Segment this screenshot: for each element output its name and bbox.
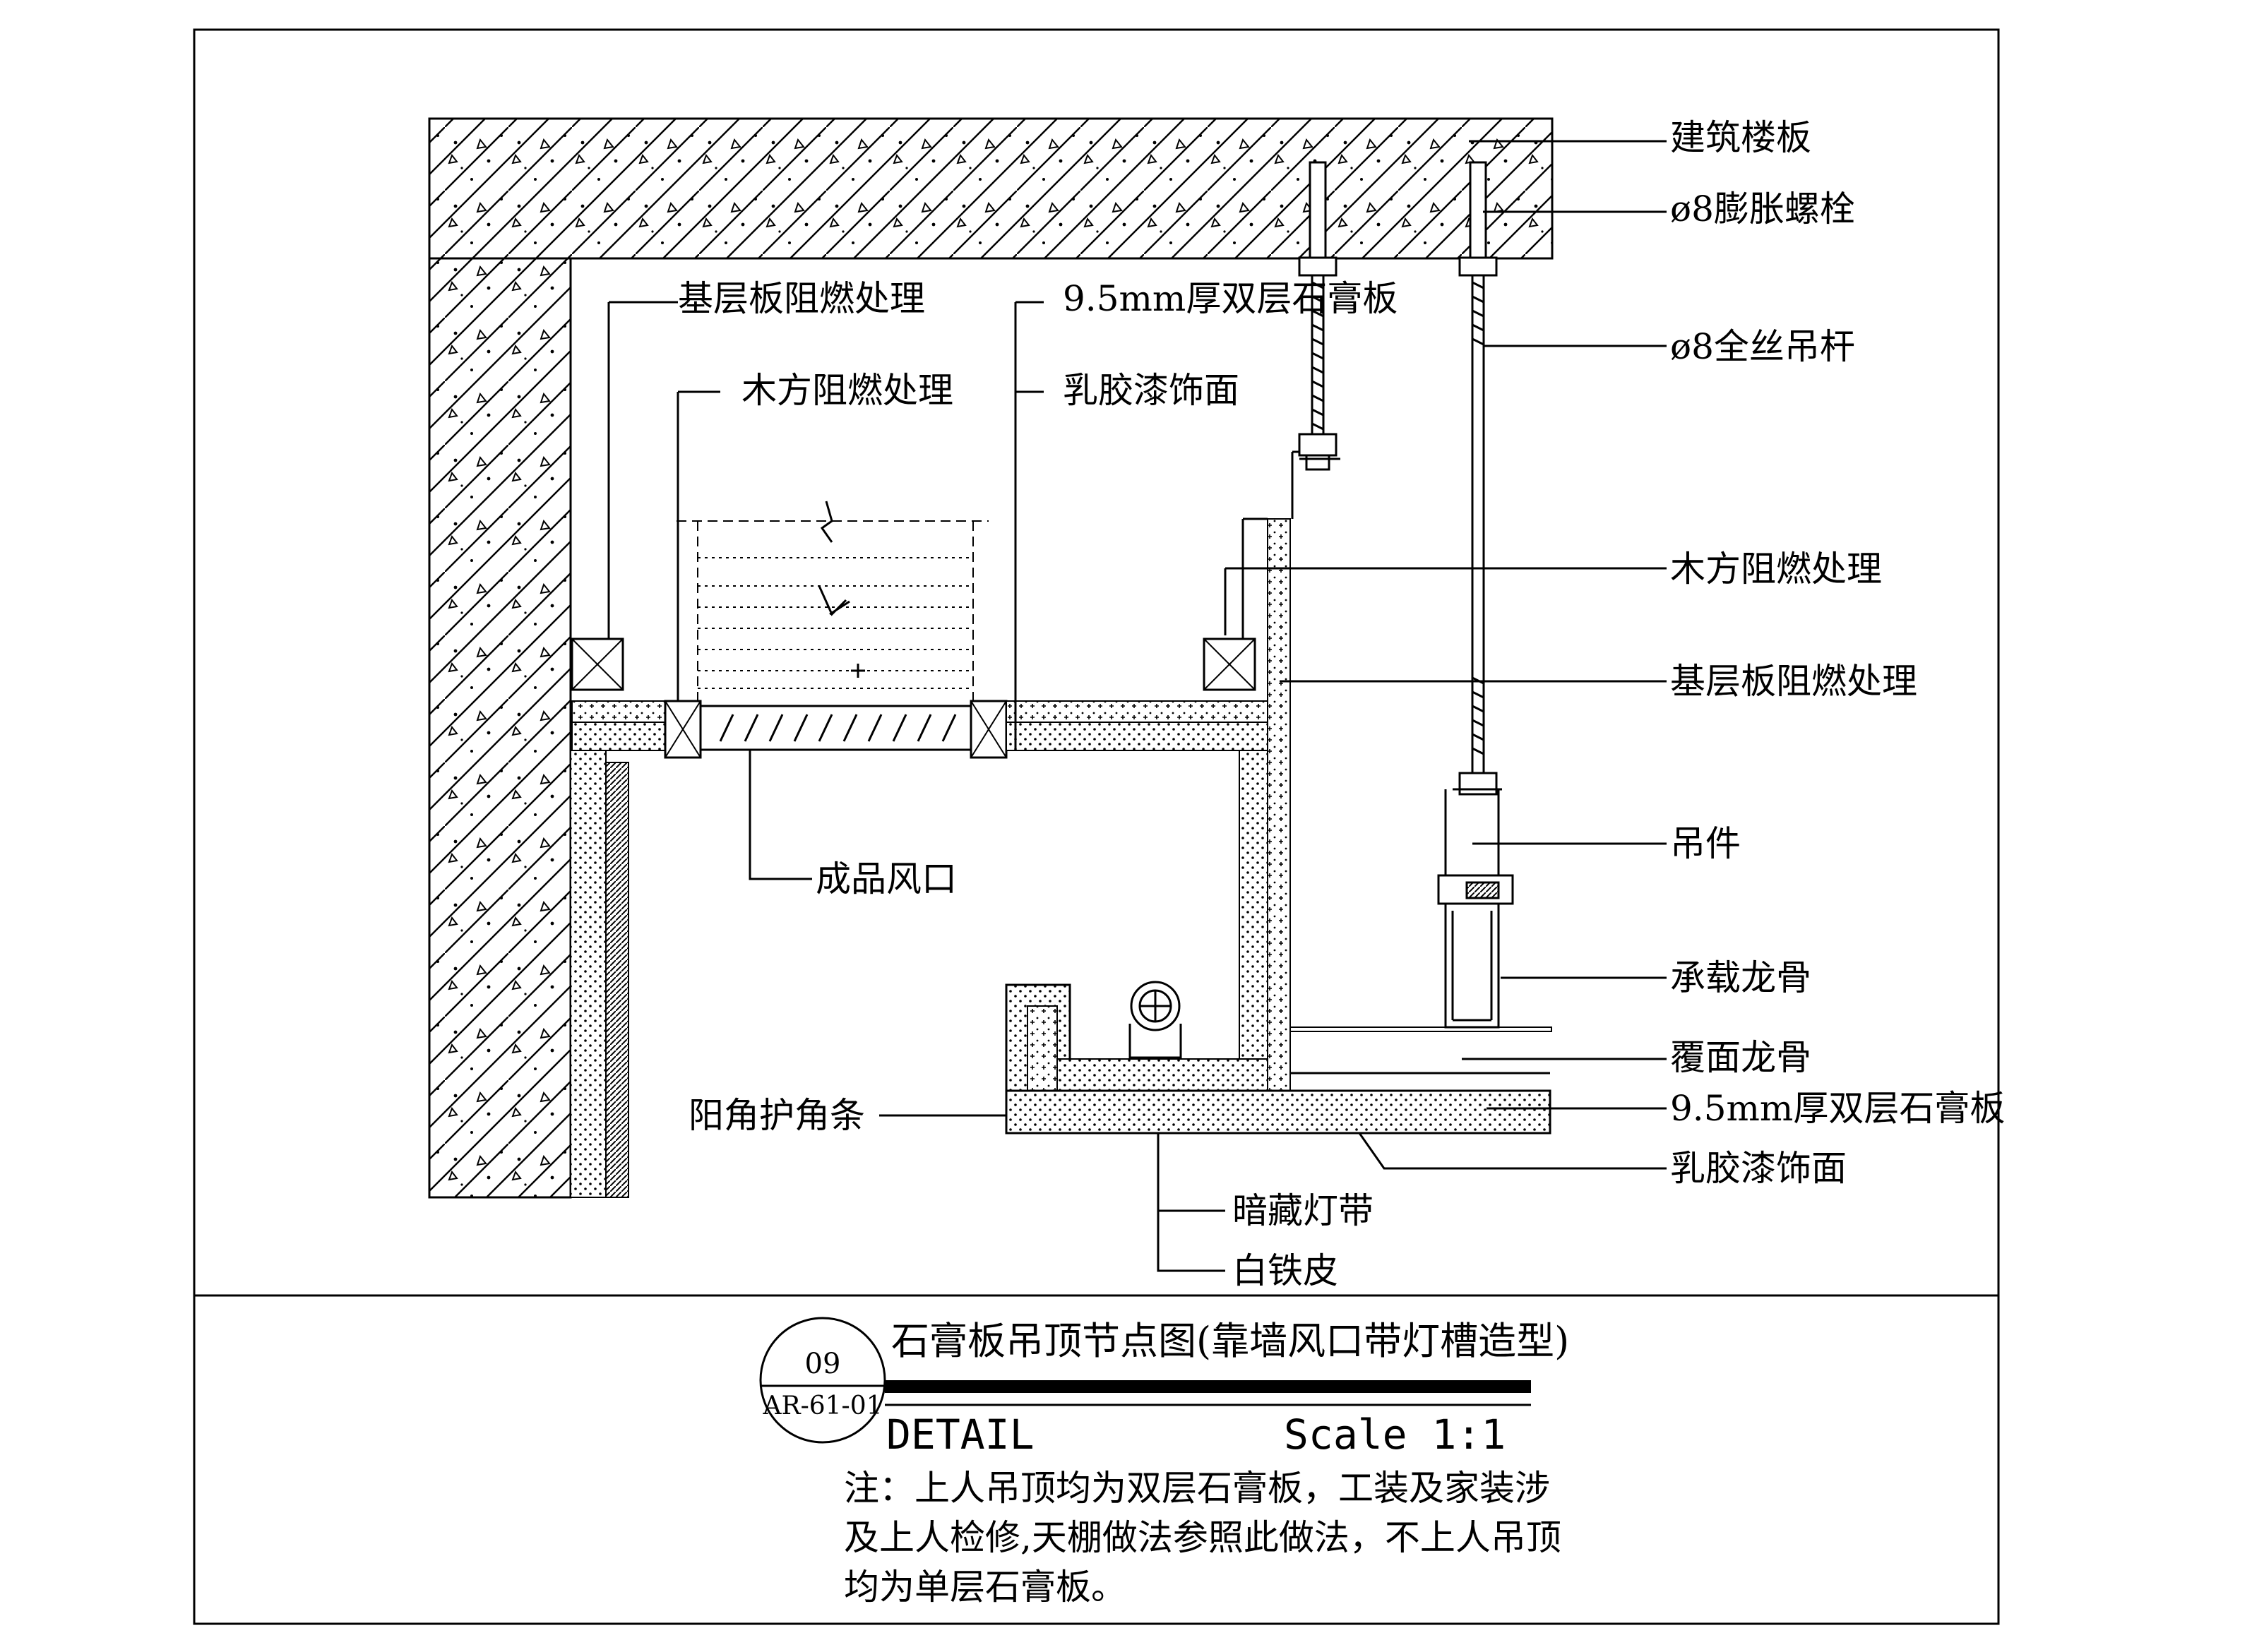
- hanger-rod-right: [1453, 161, 1502, 796]
- note-line-2: 及上人检修,天棚做法参照此做法，不上人吊顶: [844, 1517, 1561, 1558]
- label-threaded-rod: ø8全丝吊杆: [1670, 326, 1855, 367]
- led-light-strip: [1128, 981, 1182, 1059]
- side-wall: [428, 257, 572, 1199]
- label-hidden-light: 暗藏灯带: [1232, 1190, 1374, 1231]
- air-duct: [677, 501, 989, 701]
- left-rod-connector: [1291, 450, 1299, 519]
- label-timber-right: 木方阻燃处理: [1670, 549, 1882, 589]
- label-corner-bead: 阳角护角条: [689, 1095, 865, 1136]
- label-tin-sheet: 白铁皮: [1232, 1250, 1338, 1291]
- label-latex-bottom: 乳胶漆饰面: [1670, 1148, 1847, 1189]
- leader-lines: [607, 140, 1667, 1272]
- label-gypsum-top: 9.5mm厚双层石膏板: [1063, 278, 1398, 319]
- sheet-code: AR-61-01: [762, 1391, 882, 1420]
- air-vent-grille: [699, 705, 972, 751]
- timber-block-left: [571, 638, 624, 691]
- floor-slab: [428, 117, 1554, 260]
- gypsum-top-left: [571, 722, 666, 751]
- vertical-gypsum: [1239, 750, 1268, 1091]
- title-underline-thick: [885, 1380, 1531, 1393]
- label-hanger: 吊件: [1670, 823, 1741, 864]
- label-base-board-right: 基层板阻燃处理: [1670, 661, 1917, 702]
- label-cover-keel: 覆面龙骨: [1670, 1037, 1811, 1078]
- callout-labels: 建筑楼板 ø8膨胀螺栓 ø8全丝吊杆 基层板阻燃处理 9.5mm厚双层石膏板 木…: [678, 117, 2005, 1291]
- hanger-clip-and-keel: [1437, 789, 1514, 1029]
- light-trough: [1005, 983, 1551, 1135]
- title-block: 09 AR-61-01 石膏板吊顶节点图(靠墙风口带灯槽造型) DETAIL S…: [759, 1317, 1569, 1608]
- detail-word: DETAIL: [886, 1411, 1035, 1459]
- label-latex-top: 乳胶漆饰面: [1063, 370, 1239, 411]
- label-base-board-left: 基层板阻燃处理: [678, 278, 925, 319]
- wall-finish-strip: [605, 762, 629, 1198]
- detail-bubble: [759, 1317, 886, 1444]
- detail-number: 09: [805, 1348, 841, 1380]
- label-timber-left: 木方阻燃处理: [741, 370, 953, 411]
- drawing-title: 石膏板吊顶节点图(靠墙风口带灯槽造型): [891, 1319, 1569, 1363]
- outer-frame: [193, 28, 2000, 1625]
- label-floor-slab: 建筑楼板: [1670, 117, 1811, 158]
- vent-timber-left: [664, 700, 702, 759]
- hanger-rod-left: [1291, 161, 1340, 494]
- label-main-keel: 承载龙骨: [1670, 957, 1811, 998]
- vertical-base-board: [1267, 518, 1291, 1091]
- label-gypsum-bottom: 9.5mm厚双层石膏板: [1670, 1088, 2005, 1129]
- timber-block-right: [1203, 638, 1256, 691]
- label-air-vent: 成品风口: [816, 858, 957, 899]
- vent-timber-right: [970, 700, 1008, 759]
- base-board-top: [571, 700, 666, 723]
- label-expansion-bolt: ø8膨胀螺栓: [1670, 188, 1855, 229]
- drawing-scale: Scale 1:1: [1284, 1411, 1506, 1459]
- ceiling-line-right: [1289, 1026, 1552, 1032]
- gypsum-top-right: [1006, 722, 1268, 751]
- base-board-top-right: [1006, 700, 1268, 723]
- drop-timber-edge: [1241, 517, 1268, 639]
- note-line-3: 均为单层石膏板。: [844, 1567, 1126, 1608]
- note-line-1: 注：上人吊顶均为双层石膏板，工装及家装涉: [844, 1468, 1550, 1509]
- wall-plaster: [570, 749, 607, 1198]
